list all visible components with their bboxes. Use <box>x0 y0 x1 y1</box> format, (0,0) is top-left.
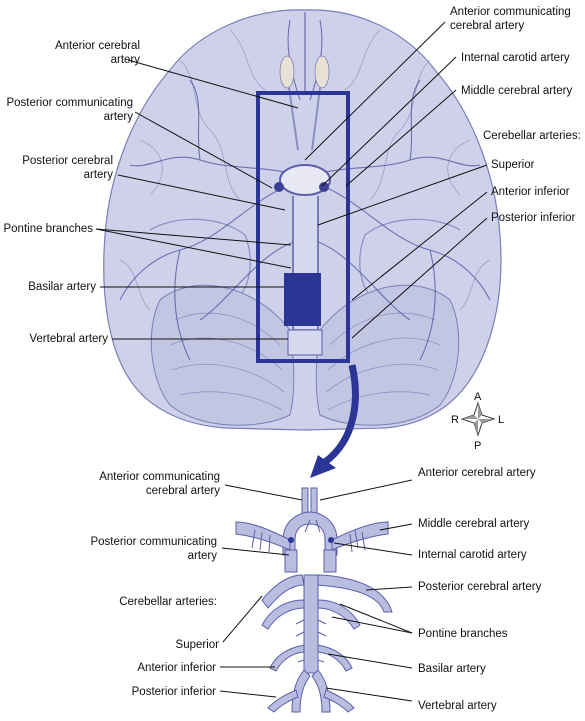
pontine-branch-twigs <box>251 519 366 663</box>
compass-a: A <box>474 391 482 403</box>
olfactory-bulb <box>279 55 330 89</box>
compass-p: P <box>474 440 481 452</box>
bottom-label-cerebellar-arteries: Cerebellar arteries: <box>119 596 217 608</box>
top-label-anterior-cerebral-2: artery <box>111 54 141 66</box>
circle-of-willis-detail <box>235 487 393 713</box>
top-label-cerebellar-arteries: Cerebellar arteries: <box>483 130 581 142</box>
top-label-posterior-communicating-2: artery <box>104 111 134 123</box>
bottom-label-posterior-communicating-1: Posterior communicating <box>90 536 217 548</box>
top-label-anterior-inferior: Anterior inferior <box>491 186 570 198</box>
top-label-posterior-communicating-1: Posterior communicating <box>6 97 133 109</box>
top-label-posterior-cerebral-1: Posterior cerebral <box>22 155 113 167</box>
bottom-label-posterior-inferior: Posterior inferior <box>132 686 217 698</box>
bottom-label-anterior-inferior: Anterior inferior <box>137 662 216 674</box>
bottom-label-anterior-communicating-2: cerebral artery <box>146 485 220 497</box>
brain-inferior-view <box>103 9 502 478</box>
bottom-label-superior: Superior <box>176 639 220 651</box>
zoom-arrow-head <box>310 455 336 478</box>
top-label-anterior-communicating-1: Anterior communicating <box>450 6 571 18</box>
bottom-label-posterior-communicating-2: artery <box>188 550 218 562</box>
top-label-pontine-branches: Pontine branches <box>3 223 93 235</box>
bottom-label-pontine-branches: Pontine branches <box>418 628 508 640</box>
top-leader-lines <box>95 21 488 340</box>
top-label-vertebral: Vertebral artery <box>29 333 108 345</box>
top-label-internal-carotid: Internal carotid artery <box>461 52 570 64</box>
bottom-label-middle-cerebral: Middle cerebral artery <box>418 518 529 530</box>
compass-r: R <box>451 414 459 426</box>
orientation-compass: A P R L <box>451 391 504 452</box>
top-label-posterior-inferior: Posterior inferior <box>491 212 576 224</box>
bottom-label-anterior-communicating-1: Anterior communicating <box>99 471 220 483</box>
top-label-basilar: Basilar artery <box>28 281 96 293</box>
compass-l: L <box>498 414 504 426</box>
bottom-leader-lines <box>219 479 413 702</box>
top-label-anterior-communicating-2: cerebral artery <box>450 20 524 32</box>
zoom-arrow <box>322 364 359 465</box>
bottom-label-vertebral: Vertebral artery <box>418 700 497 712</box>
basilar-highlight <box>284 273 321 326</box>
bottom-label-internal-carotid: Internal carotid artery <box>418 549 527 561</box>
top-label-middle-cerebral: Middle cerebral artery <box>461 85 572 97</box>
top-label-posterior-cerebral-2: artery <box>84 169 114 181</box>
top-label-superior: Superior <box>491 159 535 171</box>
top-label-anterior-cerebral-1: Anterior cerebral <box>55 40 140 52</box>
highlight-frame <box>256 91 350 363</box>
bottom-label-anterior-cerebral: Anterior cerebral artery <box>418 467 536 479</box>
bottom-label-posterior-cerebral: Posterior cerebral artery <box>418 581 542 593</box>
bottom-label-basilar: Basilar artery <box>418 663 486 675</box>
